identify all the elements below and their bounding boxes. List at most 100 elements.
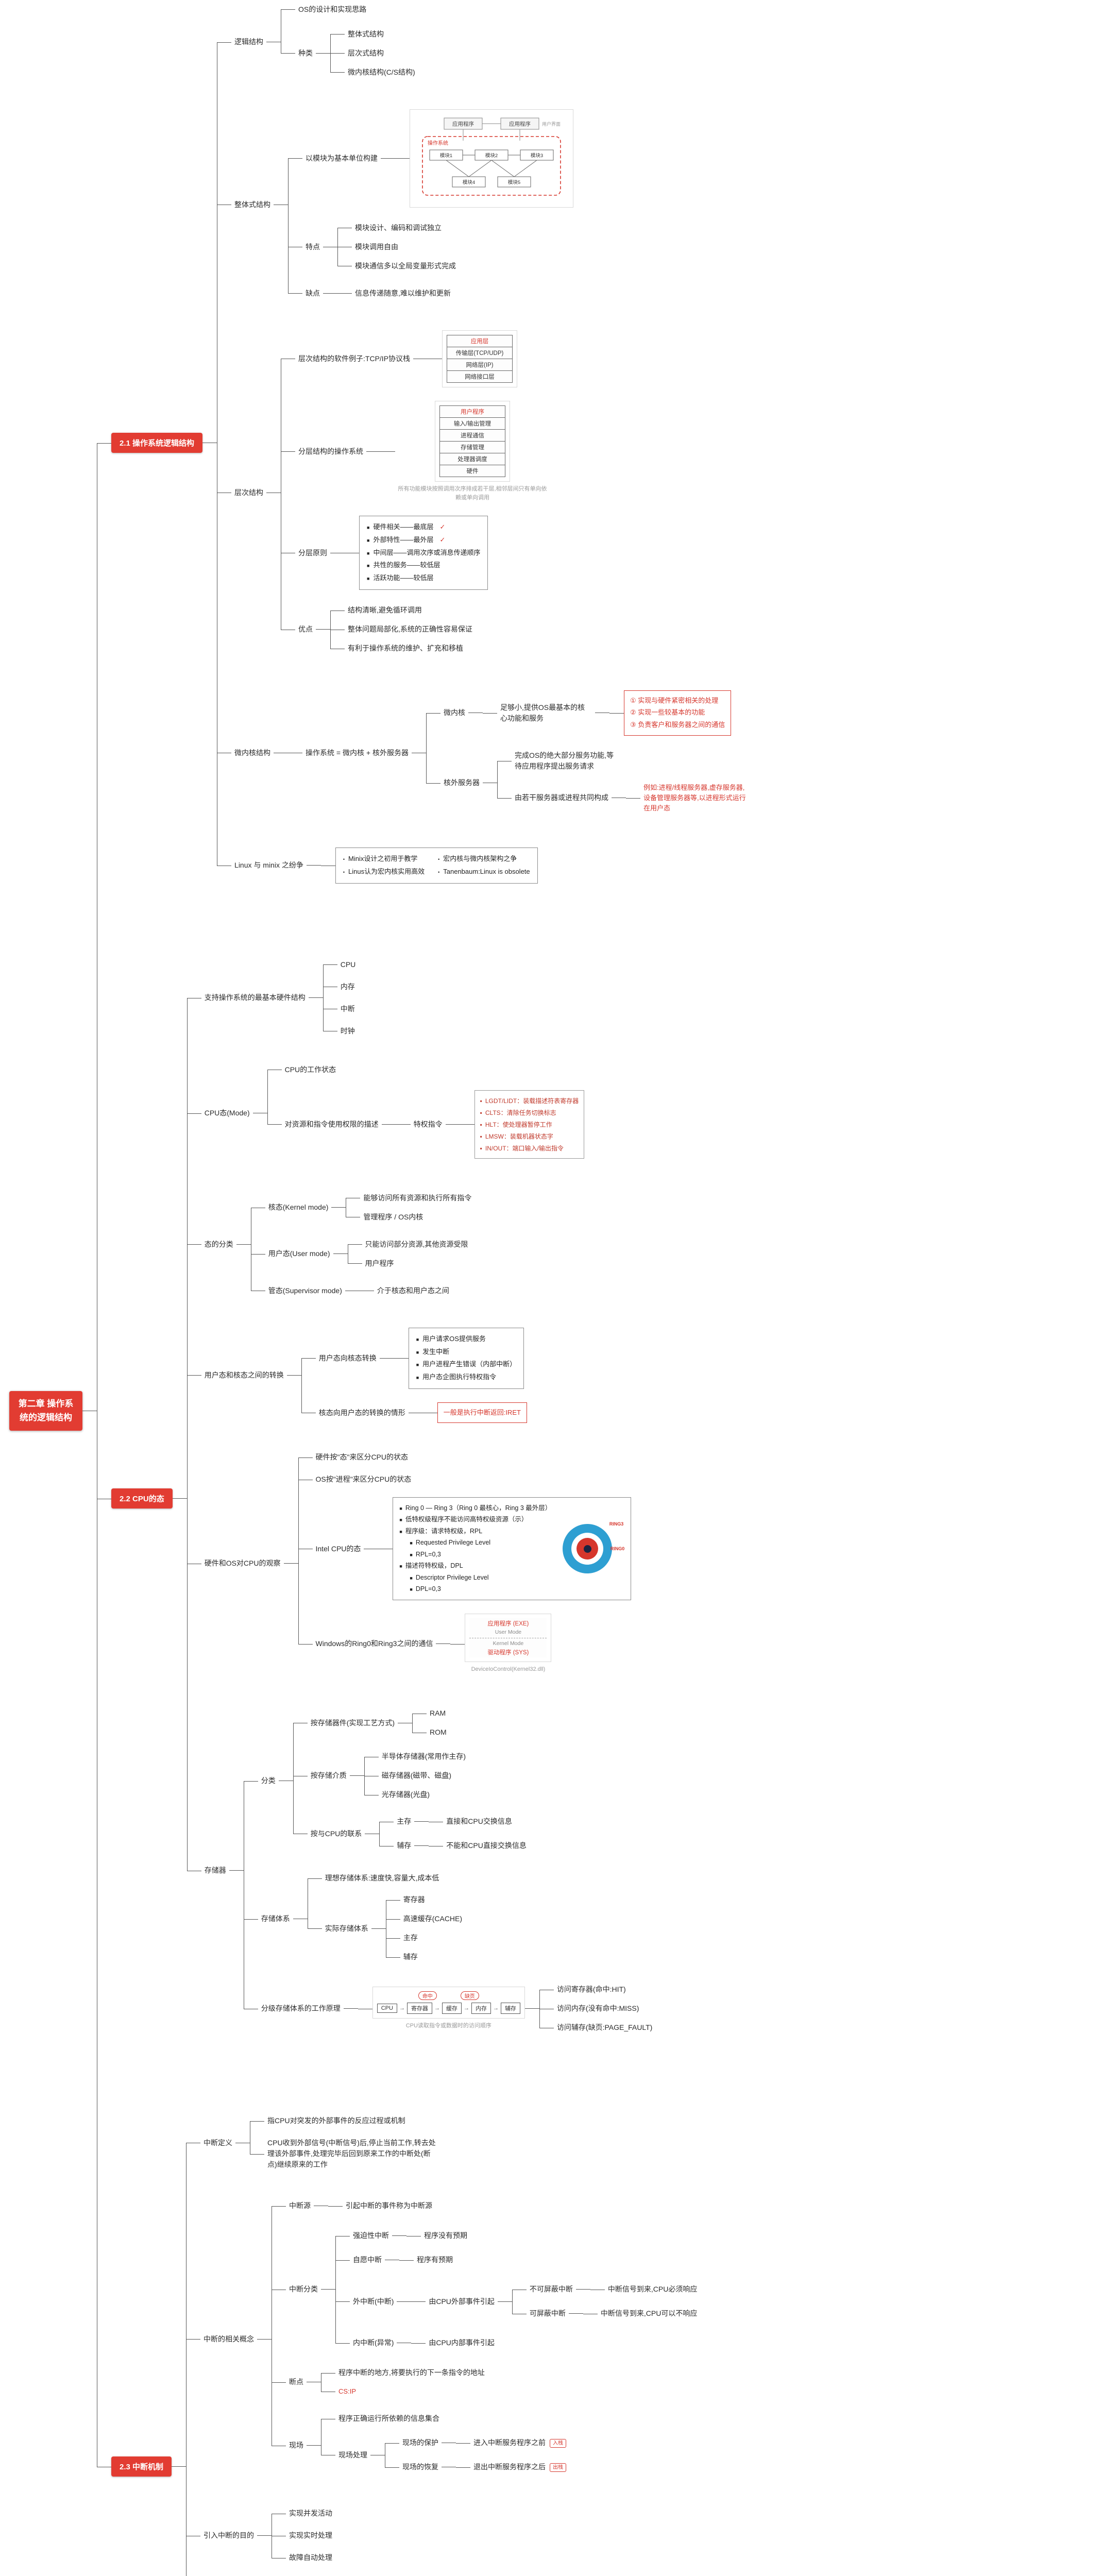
topic[interactable]: 按与CPU的联系 <box>310 1829 362 1838</box>
topic[interactable]: 整体式结构 <box>348 29 384 38</box>
topic[interactable]: 自愿中断 <box>353 2256 382 2264</box>
topic[interactable]: RAM <box>430 1709 446 1718</box>
topic[interactable]: 分层原则 <box>298 548 328 557</box>
red-note-box[interactable]: 一般是执行中断返回:IRET <box>437 1402 527 1423</box>
topic[interactable]: 分级存储体系的工作原理 <box>261 2004 341 2013</box>
topic[interactable]: 实际存储体系 <box>325 1924 368 1933</box>
topic[interactable]: 态的分类 <box>204 1240 233 1248</box>
topic[interactable]: OS按"进程"来区分CPU的状态 <box>315 1475 412 1483</box>
root-topic[interactable]: 第二章 操作系统的逻辑结构 <box>9 1391 82 1431</box>
topic[interactable]: 微内核结构(C/S结构) <box>348 67 415 76</box>
bullet-list-box[interactable]: •Minix设计之初用于教学•宏内核与微内核架构之争•Linus认为宏内核实用高… <box>335 848 538 884</box>
topic[interactable]: 时钟 <box>340 1026 355 1035</box>
topic[interactable]: 不能和CPU直接交换信息 <box>446 1841 527 1850</box>
topic[interactable]: 层次结构的软件例子:TCP/IP协议栈 <box>298 354 411 363</box>
topic[interactable]: 管态(Supervisor mode) <box>268 1286 342 1295</box>
topic[interactable]: 引起中断的事件称为中断源 <box>346 2201 433 2210</box>
privileged-instructions-box[interactable]: LGDT/LIDT：装载描述符表寄存器CLTS：清除任务切换标志HLT：使处理器… <box>474 1090 585 1159</box>
topic[interactable]: 半导体存储器(常用作主存) <box>381 1752 466 1761</box>
topic[interactable]: Linux 与 minix 之纷争 <box>234 861 303 870</box>
topic[interactable]: 硬件按"态"来区分CPU的状态 <box>315 1453 409 1461</box>
topic[interactable]: 对资源和指令使用权限的描述 <box>284 1120 379 1128</box>
branch-2-3[interactable]: 2.3 中断机制 <box>111 2456 172 2477</box>
topic[interactable]: 用户态和核态之间的转换 <box>204 1370 284 1379</box>
topic[interactable]: 种类 <box>298 48 313 57</box>
topic[interactable]: 由CPU内部事件引起 <box>429 2338 495 2347</box>
topic[interactable]: 现场 <box>289 2441 304 2450</box>
topic[interactable]: 光存储器(光盘) <box>381 1790 430 1799</box>
topic[interactable]: 存储体系 <box>261 1914 290 1923</box>
topic[interactable]: 模块设计、编码和调试独立 <box>355 223 442 232</box>
topic[interactable]: 内存 <box>340 982 355 991</box>
topic[interactable]: 管理程序 / OS内核 <box>363 1212 423 1221</box>
topic[interactable]: CPU <box>340 960 356 969</box>
topic[interactable]: 完成OS的绝大部分服务功能,等待应用程序提出服务请求 <box>514 751 614 770</box>
layers-figure[interactable]: 用户程序输入/输出管理进程通信存储管理处理器调度硬件所有功能模块按照调用次序排成… <box>395 400 550 502</box>
topic[interactable]: 整体式结构 <box>234 200 271 209</box>
branch-2-2[interactable]: 2.2 CPU的态 <box>111 1488 173 1509</box>
topic[interactable]: 逻辑结构 <box>234 38 264 46</box>
red-annotation[interactable]: CS:IP <box>338 2387 356 2396</box>
topic[interactable]: 层次式结构 <box>348 48 384 57</box>
topic[interactable]: 中断的相关概念 <box>204 2334 255 2343</box>
topic[interactable]: 由若干服务器或进程共同构成 <box>514 793 608 802</box>
topic[interactable]: 实现实时处理 <box>289 2531 333 2540</box>
topic[interactable]: 用户态向核态转换 <box>318 1353 377 1362</box>
red-annotation[interactable]: 例如:进程/线程服务器,虚存服务器,设备管理服务器等,以进程形式运行在用户态 <box>643 783 746 812</box>
topic[interactable]: 高速缓存(CACHE) <box>403 1914 463 1923</box>
topic[interactable]: 整体问题局部化,系统的正确性容易保证 <box>348 625 472 634</box>
topic[interactable]: 故障自动处理 <box>289 2553 333 2562</box>
topic[interactable]: 优点 <box>298 625 313 634</box>
topic[interactable]: 中断定义 <box>204 2138 233 2147</box>
topic[interactable]: Intel CPU的态 <box>315 1544 361 1553</box>
topic[interactable]: 用户态(User mode) <box>268 1249 330 1258</box>
topic[interactable]: CPU态(Mode) <box>204 1109 250 1117</box>
bullet-list-box[interactable]: ■硬件相关——最底层✓■外部特性——最外层✓■中间层——调用次序或消息传递顺序■… <box>359 515 488 590</box>
topic[interactable]: CPU的工作状态 <box>284 1065 336 1074</box>
topic[interactable]: 以模块为基本单位构建 <box>306 154 378 162</box>
topic[interactable]: 外中断(中断) <box>353 2297 394 2306</box>
topic[interactable]: 访问寄存器(命中:HIT) <box>556 1985 626 1994</box>
topic[interactable]: 中断源 <box>289 2201 311 2210</box>
topic[interactable]: 进入中断服务程序之前入栈 <box>470 2436 569 2450</box>
topic[interactable]: 中断信号到来,CPU可以不响应 <box>600 2309 698 2318</box>
topic[interactable]: 访问辅存(缺页:PAGE_FAULT) <box>556 2023 653 2032</box>
topic[interactable]: 直接和CPU交换信息 <box>446 1817 512 1826</box>
topic[interactable]: 分类 <box>261 1776 276 1785</box>
topic[interactable]: 硬件和OS对CPU的观察 <box>204 1559 281 1568</box>
topic[interactable]: 现场的恢复 <box>402 2463 439 2471</box>
topic[interactable]: 结构清晰,避免循环调用 <box>348 606 422 615</box>
topic[interactable]: 程序没有预期 <box>424 2231 468 2240</box>
topic[interactable]: 核外服务器 <box>443 778 480 787</box>
topic[interactable]: 支持操作系统的最基本硬件结构 <box>204 993 306 1002</box>
topic[interactable]: 模块通信多以全局变量形式完成 <box>355 261 456 270</box>
topic[interactable]: 寄存器 <box>403 1895 425 1904</box>
topic[interactable]: 断点 <box>289 2378 304 2386</box>
topic[interactable]: 中断 <box>340 1004 355 1013</box>
topic[interactable]: 特权指令 <box>413 1120 443 1128</box>
topic[interactable]: 现场处理 <box>338 2450 368 2459</box>
topic[interactable]: 微内核 <box>443 708 465 717</box>
topic[interactable]: 主存 <box>397 1817 412 1826</box>
topic[interactable]: 引入中断的目的 <box>204 2531 255 2540</box>
topic[interactable]: ROM <box>430 1728 447 1737</box>
topic[interactable]: 模块调用自由 <box>355 242 399 251</box>
topic[interactable]: 中断分类 <box>289 2285 318 2294</box>
topic[interactable]: 能够访问所有资源和执行所有指令 <box>363 1193 472 1202</box>
topic[interactable]: 中断信号到来,CPU必须响应 <box>607 2285 698 2294</box>
topic[interactable]: 信息传递随意,难以维护和更新 <box>355 289 451 297</box>
topic[interactable]: 微内核结构 <box>234 748 271 757</box>
topic[interactable]: 由CPU外部事件引起 <box>429 2297 495 2306</box>
topic[interactable]: 特点 <box>306 242 320 251</box>
topic[interactable]: 足够小,提供OS最基本的核心功能和服务 <box>500 703 585 722</box>
topic[interactable]: 内中断(异常) <box>353 2338 394 2347</box>
topic[interactable]: 辅存 <box>403 1953 418 1961</box>
topic[interactable]: 主存 <box>403 1934 418 1942</box>
branch-2-1[interactable]: 2.1 操作系统逻辑结构 <box>111 433 203 453</box>
topic[interactable]: Windows的Ring0和Ring3之间的通信 <box>315 1639 433 1648</box>
topic[interactable]: OS的设计和实现思路 <box>298 5 367 13</box>
topic[interactable]: 存储器 <box>204 1866 226 1875</box>
topic[interactable]: 有利于操作系统的维护、扩充和移植 <box>348 644 464 653</box>
